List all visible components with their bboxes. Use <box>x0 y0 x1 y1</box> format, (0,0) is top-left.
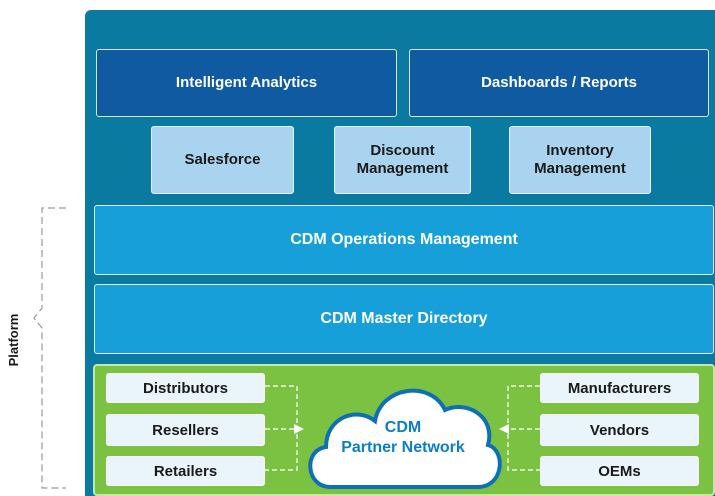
cloud-line2: Partner Network <box>341 439 465 456</box>
inventory-management-box: Inventory Management <box>509 126 651 194</box>
inventory-line2: Management <box>534 160 626 177</box>
distributors-box: Distributors <box>106 373 265 403</box>
cloud-icon <box>308 388 502 489</box>
cdm-operations-management-box: CDM Operations Management <box>94 205 714 275</box>
resellers-box: Resellers <box>106 414 265 446</box>
cdm-partner-network-label: CDM Partner Network <box>318 418 488 458</box>
oems-box: OEMs <box>540 456 699 486</box>
salesforce-box: Salesforce <box>151 126 294 194</box>
discount-line2: Management <box>356 160 449 177</box>
arrow-right-icon <box>294 424 304 434</box>
vendors-box: Vendors <box>540 414 699 446</box>
cloud-line1: CDM <box>384 419 422 436</box>
manufacturers-box: Manufacturers <box>540 373 699 403</box>
discount-line1: Discount <box>370 142 435 159</box>
dashboards-reports-box: Dashboards / Reports <box>409 49 709 117</box>
arrow-left-icon <box>499 424 509 434</box>
retailers-box: Retailers <box>106 456 265 486</box>
inventory-line1: Inventory <box>546 142 614 159</box>
intelligent-analytics-box: Intelligent Analytics <box>96 49 397 117</box>
discount-management-box: Discount Management <box>334 126 471 194</box>
cdm-master-directory-box: CDM Master Directory <box>94 284 714 354</box>
